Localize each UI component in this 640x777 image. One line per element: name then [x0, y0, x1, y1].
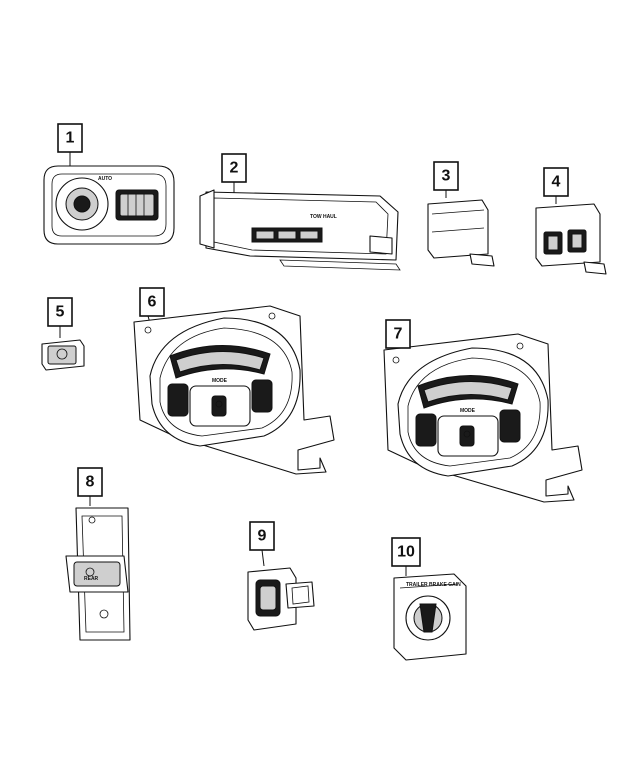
part-1-headlamp-switch: AUTO: [43, 152, 175, 245]
callout-7: 7: [385, 319, 411, 349]
part-6-control-bezel: MODE: [133, 305, 335, 475]
callout-4: 4: [543, 167, 569, 197]
callout-8: 8: [77, 467, 103, 497]
part-3-switch: [427, 190, 495, 267]
callout-9: 9: [249, 521, 275, 551]
part-1-auto-marking: AUTO: [98, 176, 112, 182]
part-9-switch-assembly: [247, 549, 315, 631]
callout-10-label: 10: [397, 544, 415, 561]
callout-3-label: 3: [442, 168, 451, 185]
callout-8-label: 8: [86, 474, 95, 491]
part-6-mode-marking: MODE: [212, 378, 228, 384]
callout-7-label: 7: [394, 326, 403, 343]
part-2-tow-haul-marking: TOW HAUL: [310, 214, 337, 220]
part-2-switch-bank: TOW HAUL: [199, 182, 401, 271]
callout-5-label: 5: [56, 304, 65, 321]
callout-3: 3: [433, 161, 459, 191]
callout-6: 6: [139, 287, 165, 317]
callout-6-label: 6: [148, 294, 157, 311]
callout-4-label: 4: [552, 174, 561, 191]
callout-5: 5: [47, 297, 73, 327]
part-7-mode-marking: MODE: [460, 408, 476, 414]
part-4-switch: [535, 196, 607, 275]
callout-1-label: 1: [66, 130, 75, 147]
callout-1: 1: [57, 123, 83, 153]
callout-2-label: 2: [230, 160, 239, 177]
part-5-button: [41, 326, 85, 371]
callout-2: 2: [221, 153, 247, 183]
part-10-trailer-brake-marking: TRAILER BRAKE GAIN: [406, 582, 461, 588]
part-8-bracket-switch: REAR: [65, 496, 131, 641]
callout-9-label: 9: [258, 528, 267, 545]
part-10-trailer-brake-module: TRAILER BRAKE GAIN: [393, 566, 467, 661]
part-7-control-bezel: MODE: [383, 333, 583, 503]
callout-10: 10: [391, 537, 421, 567]
part-8-rear-marking: REAR: [84, 576, 99, 582]
